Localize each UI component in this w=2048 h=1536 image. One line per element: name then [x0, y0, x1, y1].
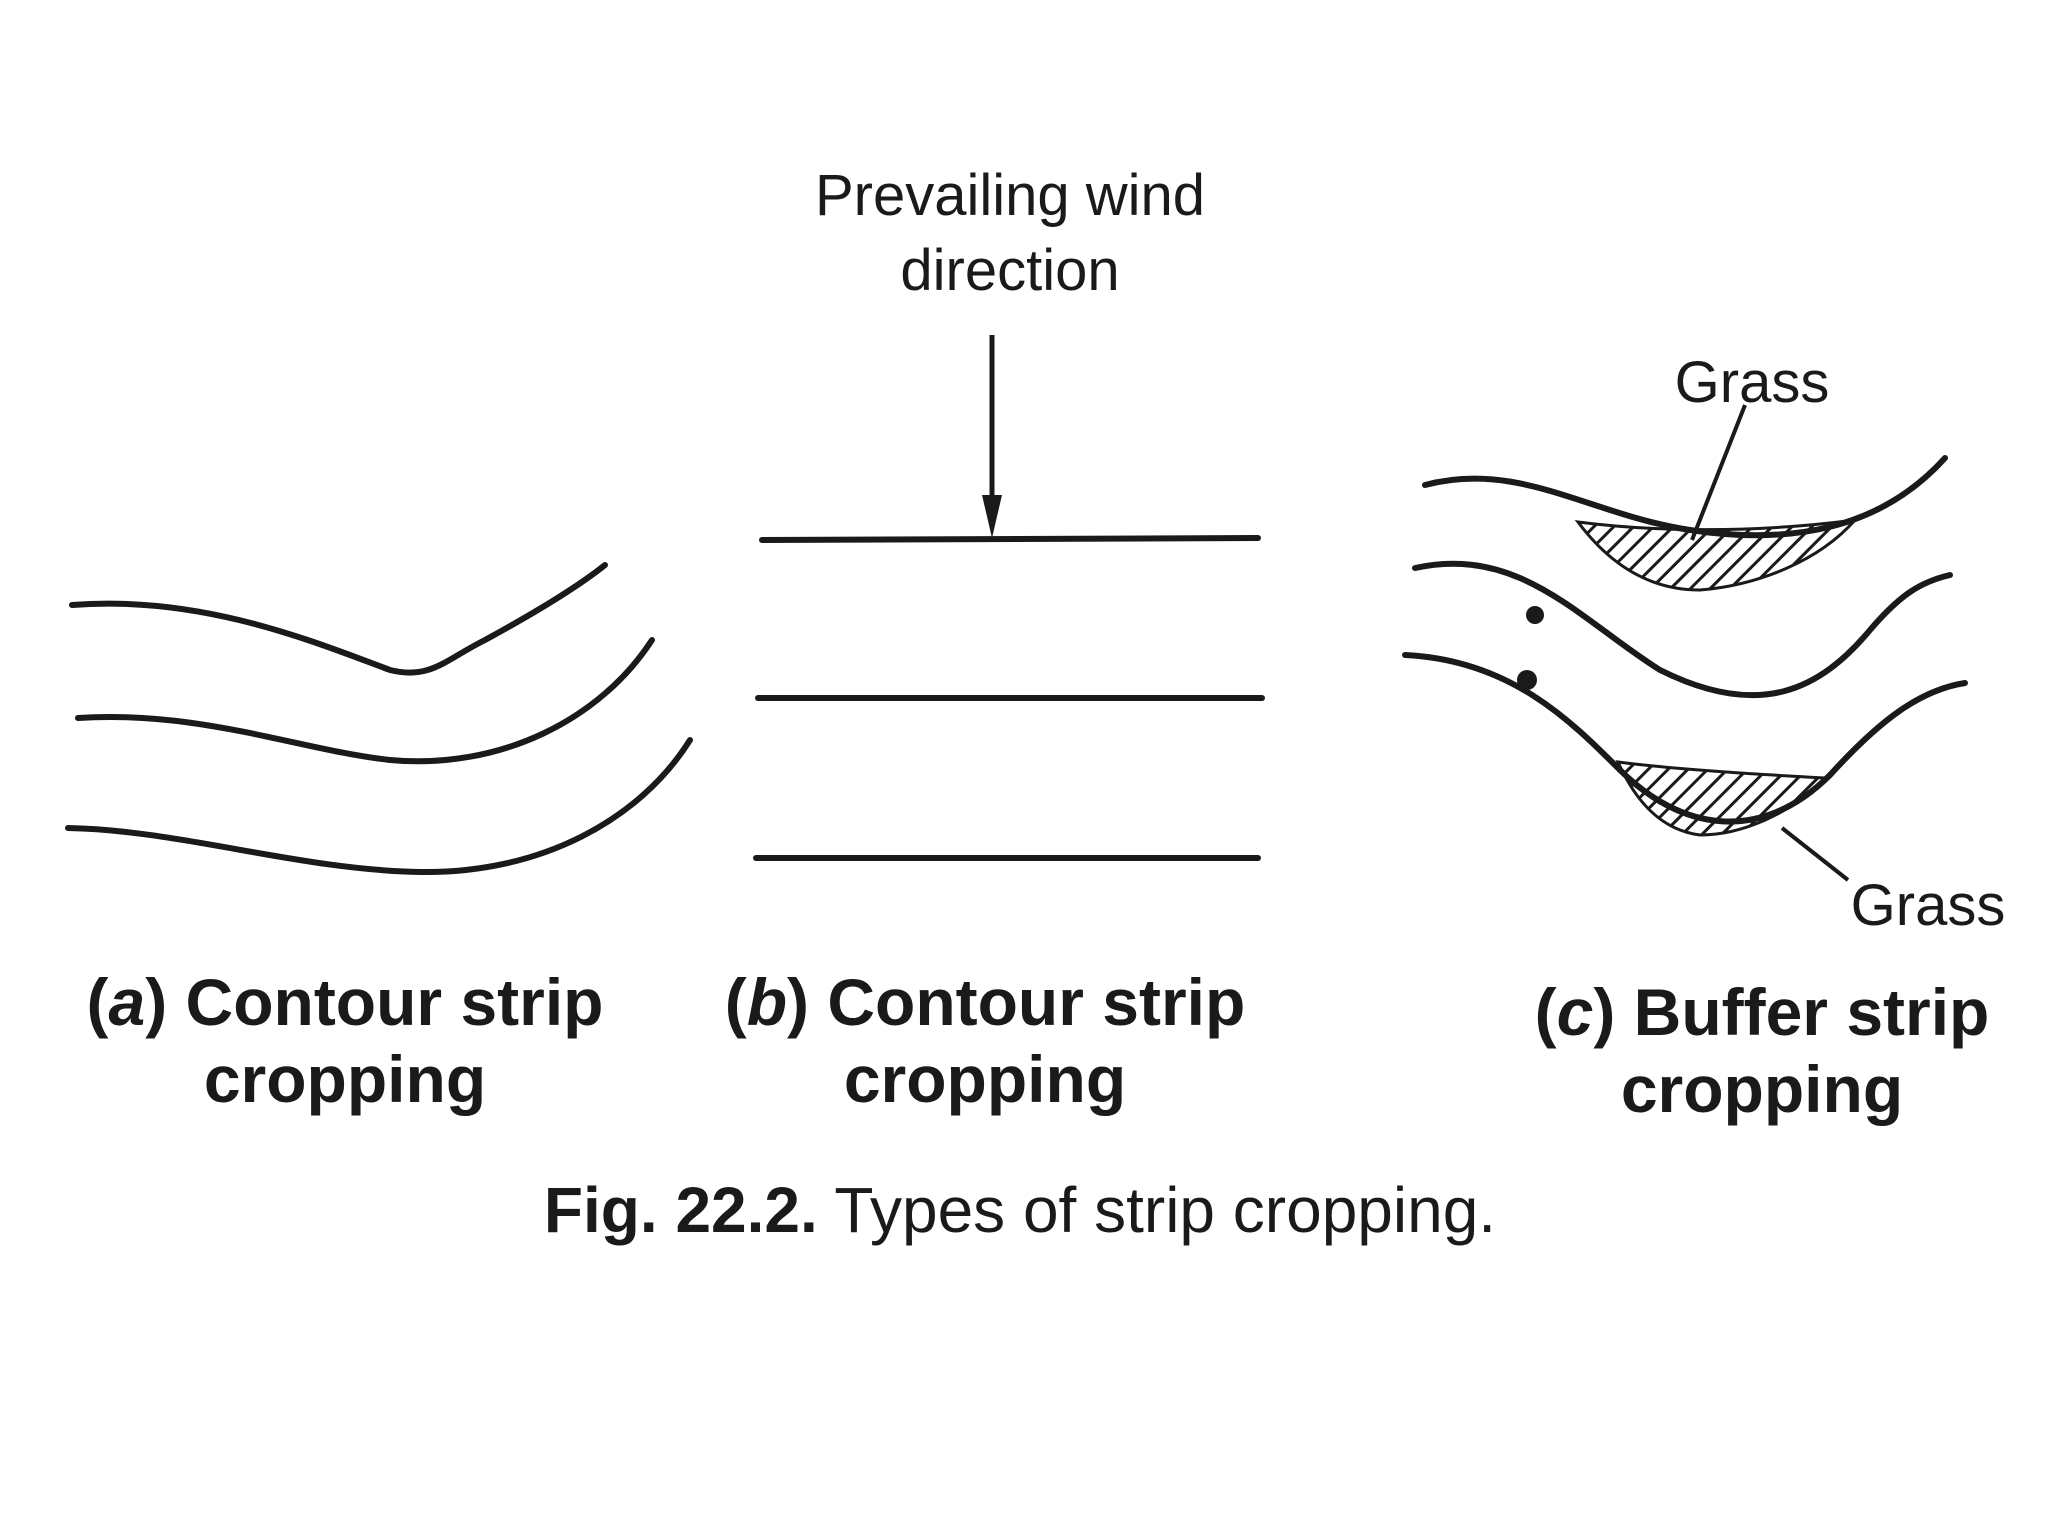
- panel-c-label-line-1: (c) Buffer strip: [1535, 975, 1990, 1049]
- panel-b-strip-1: [759, 535, 1261, 543]
- grass-leaders: [1690, 404, 1850, 882]
- panel-c-strip-3: [1402, 652, 1968, 825]
- panel-a-strips: [65, 562, 693, 876]
- grass-label-bottom: Grass: [1851, 873, 2006, 938]
- wind-direction-arrow: [982, 335, 1002, 538]
- panel-a-strip-2: [75, 637, 655, 765]
- marker-dot-1: [1526, 606, 1544, 624]
- panel-a-label-line-1: (a) Contour strip: [87, 965, 604, 1039]
- marker-dot-2: [1517, 670, 1537, 690]
- panel-c-strip-2: [1412, 560, 1953, 699]
- wind-label-line-2: direction: [900, 238, 1119, 303]
- panel-c-strips: [1402, 455, 1968, 825]
- panel-b-strips: [753, 535, 1265, 861]
- wind-label-line-1: Prevailing wind: [815, 163, 1205, 228]
- panel-a-label-line-2: cropping: [204, 1042, 486, 1116]
- grass-leader-bottom: [1780, 826, 1850, 882]
- panel-c-label-line-2: cropping: [1621, 1052, 1903, 1126]
- figure-caption: Fig. 22.2. Types of strip cropping.: [544, 1174, 1496, 1246]
- panel-b-label-line-1: (b) Contour strip: [725, 965, 1246, 1039]
- panel-a-strip-3: [65, 737, 693, 876]
- panel-c-strip-1: [1422, 455, 1948, 539]
- panel-b-label-line-2: cropping: [844, 1042, 1126, 1116]
- grass-leader-top: [1690, 404, 1747, 541]
- grass-label-top: Grass: [1675, 350, 1830, 415]
- panel-a-strip-1: [69, 562, 608, 676]
